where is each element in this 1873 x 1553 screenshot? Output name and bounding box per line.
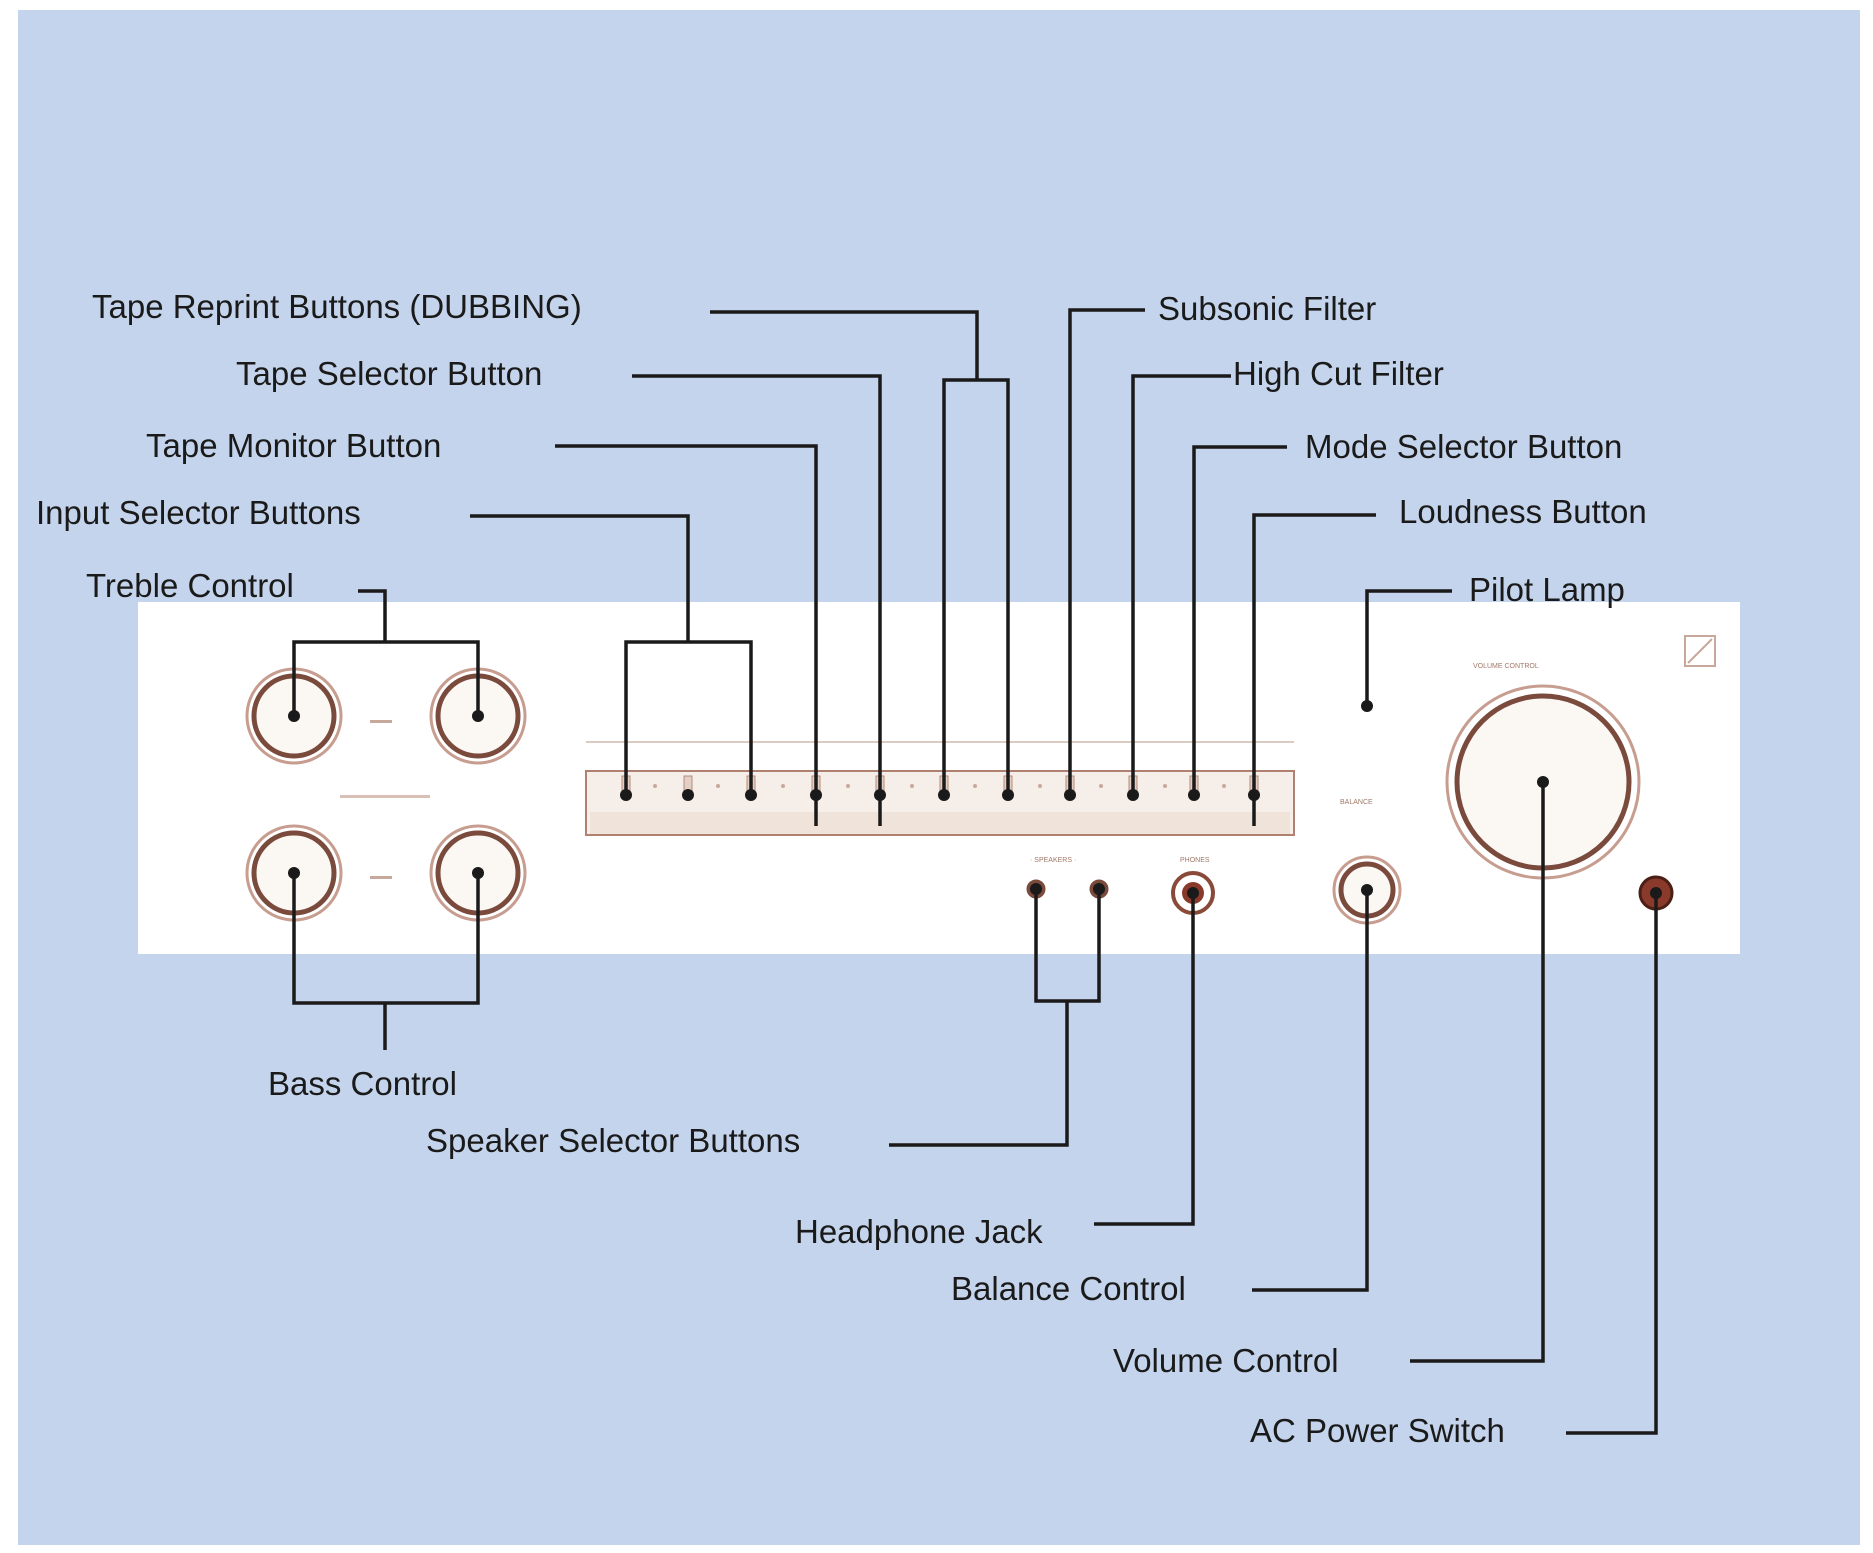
end-dots [288,700,1662,899]
label-speaker-selector: Speaker Selector Buttons [426,1122,800,1159]
label-tape-reprint: Tape Reprint Buttons (DUBBING) [92,288,582,325]
panel-marking [340,795,430,798]
leader-input-selector-bracket [624,640,753,795]
label-input-selector: Input Selector Buttons [36,494,361,531]
panel-marking [781,784,785,788]
amplifier-front-panel: · SPEAKERS · PHONES VOLUME CONTROL BALAN… [138,602,1740,954]
panel-marking [973,784,977,788]
leader-headphone [1094,893,1195,1226]
leader-ac-power [1566,893,1658,1435]
leader-tape-reprint-bracket [942,378,1010,795]
lead-end-dot [1361,884,1373,896]
panel-marking [370,876,392,879]
leader-balance [1252,890,1369,1292]
label-high-cut: High Cut Filter [1233,355,1444,392]
panel-marking [846,784,850,788]
leader-mode-selector [1192,445,1287,795]
label-volume: Volume Control [1113,1342,1339,1379]
lead-end-dot [874,789,886,801]
leader-tape-monitor [555,444,818,826]
leader-input-selector [470,514,690,642]
panel-marking: · SPEAKERS · [1030,857,1076,864]
lead-end-dot [745,789,757,801]
lead-end-dot [810,789,822,801]
label-loudness: Loudness Button [1399,493,1647,530]
leader-tape-reprint [710,310,979,380]
label-ac-power: AC Power Switch [1250,1412,1505,1449]
label-subsonic: Subsonic Filter [1158,290,1376,327]
leader-subsonic [1068,308,1145,795]
lead-end-dot [288,867,300,879]
lead-end-dot [1030,883,1042,895]
panel-marking [370,720,392,723]
leader-loudness [1252,513,1376,826]
callout-labels: Tape Reprint Buttons (DUBBING) Tape Sele… [36,288,1647,1449]
lead-end-dot [1093,883,1105,895]
leader-volume [1410,782,1545,1363]
logo-icon [1684,635,1716,667]
label-treble: Treble Control [86,567,294,604]
leader-treble [358,589,387,642]
lead-end-dot [1002,789,1014,801]
lead-end-dot [288,710,300,722]
label-tape-monitor: Tape Monitor Button [146,427,441,464]
panel-marking [653,784,657,788]
label-balance: Balance Control [951,1270,1186,1307]
label-bass: Bass Control [268,1065,457,1102]
lead-end-dot [1248,789,1260,801]
panel-marking: VOLUME CONTROL [1473,663,1539,670]
label-tape-selector: Tape Selector Button [236,355,542,392]
lead-end-dot [1187,887,1199,899]
panel-marking [1099,784,1103,788]
leader-high-cut [1131,374,1231,795]
lead-end-dot [1127,789,1139,801]
lead-end-dot [1188,789,1200,801]
panel-marking: BALANCE [1340,799,1373,806]
leader-speaker [889,1001,1069,1147]
panel-marking [716,784,720,788]
panel-marking [1163,784,1167,788]
leader-treble-bracket [292,640,480,716]
lead-end-dot [682,789,694,801]
lead-end-dot [472,710,484,722]
lead-end-dot [1064,789,1076,801]
leader-tape-selector [632,374,882,826]
lead-end-dot [1650,887,1662,899]
lead-end-dot [472,867,484,879]
label-headphone: Headphone Jack [795,1213,1043,1250]
lead-end-dot [1537,776,1549,788]
leader-lines [292,308,1658,1435]
label-pilot-lamp: Pilot Lamp [1469,571,1625,608]
panel-marking [1222,784,1226,788]
panel-marking [1038,784,1042,788]
panel-marking [910,784,914,788]
lead-end-dot [1361,700,1373,712]
lead-end-dot [938,789,950,801]
leader-pilot-lamp [1365,589,1452,706]
label-mode-selector: Mode Selector Button [1305,428,1622,465]
panel-marking: PHONES [1180,857,1210,864]
lead-end-dot [620,789,632,801]
